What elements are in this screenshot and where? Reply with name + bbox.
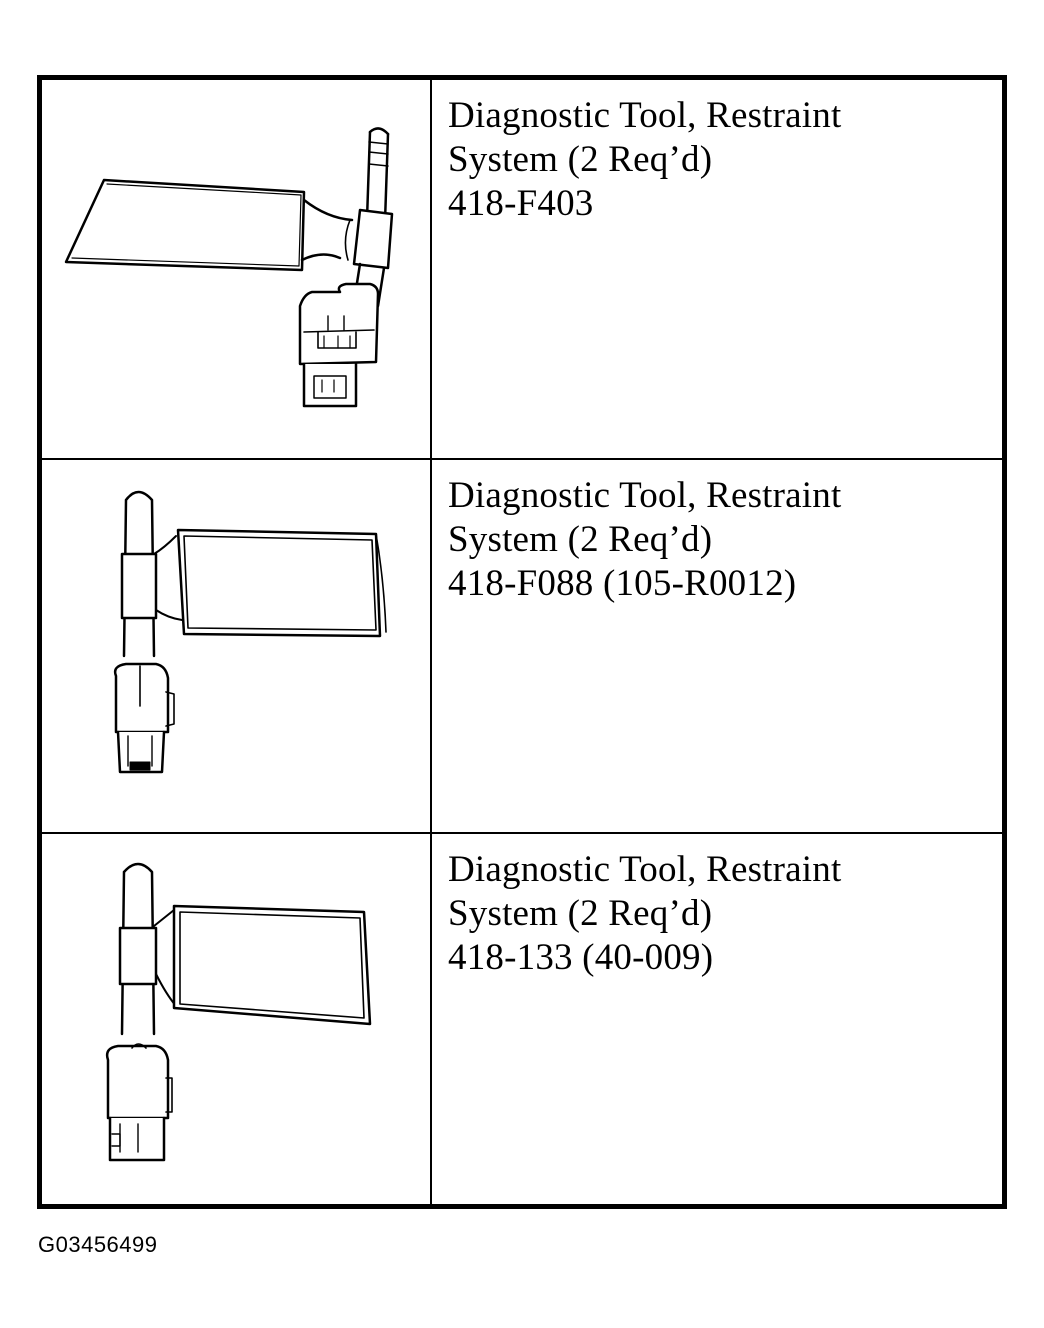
restraint-diagnostic-tool-icon: [64, 127, 394, 408]
tool-row: Diagnostic Tool, Restraint System (2 Req…: [42, 80, 1002, 460]
tool-row: Diagnostic Tool, Restraint System (2 Req…: [42, 460, 1002, 834]
tool-description: Diagnostic Tool, Restraint System (2 Req…: [448, 848, 988, 980]
tool-name-line-1: Diagnostic Tool, Restraint: [448, 475, 842, 516]
restraint-diagnostic-tool-icon: [105, 862, 372, 1162]
figure-id: G03456499: [38, 1232, 158, 1257]
tool-illustration-cell: [42, 834, 430, 1204]
tool-illustration-cell: [42, 80, 430, 460]
tool-part-number: 418-133 (40-009): [448, 937, 714, 978]
tool-name-line-1: Diagnostic Tool, Restraint: [448, 849, 842, 890]
tool-part-number: 418-F088 (105-R0012): [448, 563, 797, 604]
tool-table: Diagnostic Tool, Restraint System (2 Req…: [37, 75, 1007, 1209]
restraint-diagnostic-tool-icon: [113, 490, 387, 774]
column-divider: [430, 80, 432, 1204]
row-divider: [42, 832, 1002, 834]
tool-name-line-1: Diagnostic Tool, Restraint: [448, 95, 842, 136]
tool-name-line-2: System (2 Req’d): [448, 519, 713, 560]
row-divider: [42, 458, 1002, 460]
tool-row: Diagnostic Tool, Restraint System (2 Req…: [42, 834, 1002, 1204]
tool-description: Diagnostic Tool, Restraint System (2 Req…: [448, 94, 988, 226]
tool-description: Diagnostic Tool, Restraint System (2 Req…: [448, 474, 988, 606]
tool-part-number: 418-F403: [448, 183, 594, 224]
tool-illustration-cell: [42, 460, 430, 834]
tool-name-line-2: System (2 Req’d): [448, 893, 713, 934]
tool-name-line-2: System (2 Req’d): [448, 139, 713, 180]
